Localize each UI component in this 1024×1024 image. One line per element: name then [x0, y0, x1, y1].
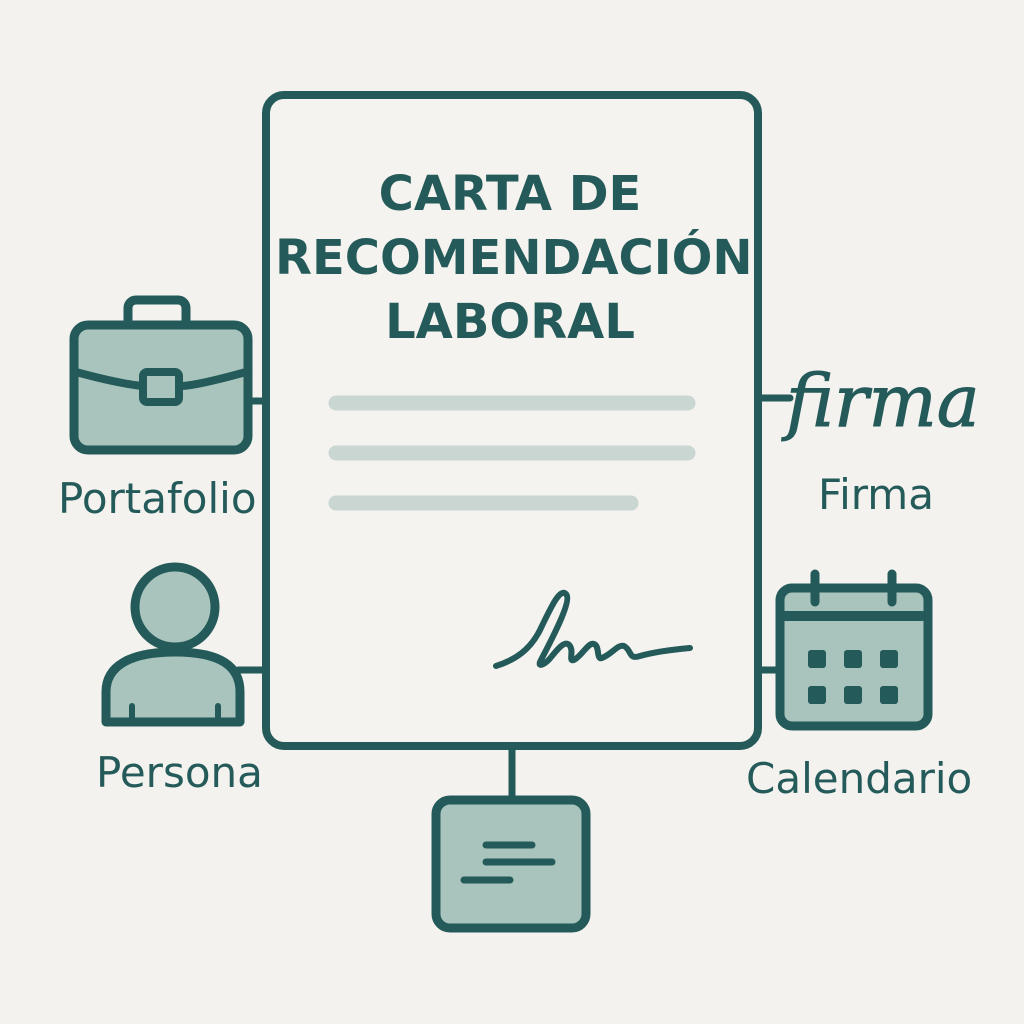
document-text-lines: [328, 395, 696, 511]
document-title-line-1: CARTA DE: [378, 166, 642, 222]
signature-icon: firma: [781, 359, 980, 443]
portafolio-label: Portafolio: [58, 474, 257, 523]
calendar-icon: [775, 569, 933, 731]
calendario-label: Calendario: [746, 754, 973, 803]
note-icon: [431, 795, 591, 933]
document-title-line-2: RECOMENDACIÓN: [275, 230, 753, 286]
document-signature-icon: [493, 589, 693, 669]
firma-label: Firma: [818, 470, 934, 519]
person-icon: [101, 562, 245, 727]
document-title: CARTA DE RECOMENDACIÓN LABORAL: [275, 162, 753, 354]
document-title-line-3: LABORAL: [385, 294, 635, 350]
briefcase-icon: [69, 295, 253, 455]
document-card: [262, 91, 762, 750]
persona-label: Persona: [96, 748, 263, 797]
